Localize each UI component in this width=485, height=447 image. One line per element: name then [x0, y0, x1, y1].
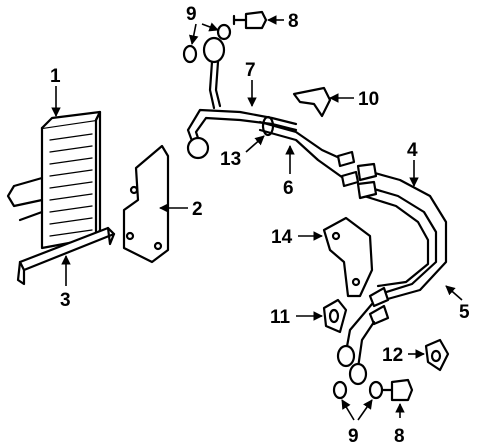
cooler-line-part — [186, 36, 298, 160]
callout-7: 7 — [245, 60, 256, 81]
bolt-top-part — [232, 10, 268, 30]
clamp-12-part — [424, 338, 450, 372]
callout-5: 5 — [459, 302, 470, 323]
leader-9-top-b — [201, 22, 219, 32]
leader-lines — [51, 15, 463, 421]
callout-13: 13 — [220, 149, 241, 170]
leader-9-bottom-a — [341, 399, 355, 421]
hose-line-part — [258, 115, 360, 188]
callout-12: 12 — [382, 345, 403, 366]
clamp-11-part — [322, 298, 348, 334]
support-bracket-part — [322, 216, 374, 298]
callout-9-bottom: 9 — [348, 426, 359, 447]
callout-8-bottom: 8 — [394, 426, 405, 447]
callout-1: 1 — [50, 66, 61, 87]
leader-9-bottom-b — [357, 399, 373, 421]
callout-14: 14 — [271, 227, 293, 248]
washer-bottom-part — [332, 380, 384, 400]
bolt-bottom-part — [378, 378, 414, 402]
callout-2: 2 — [192, 199, 203, 220]
mounting-bracket-part — [122, 144, 170, 264]
washer-top-part — [182, 23, 232, 64]
callout-labels: 1 2 3 4 5 6 7 8 9 10 11 12 13 14 8 9 — [50, 4, 470, 447]
callout-10: 10 — [358, 89, 379, 110]
line-clip-part — [292, 86, 332, 118]
callout-9-top: 9 — [186, 4, 197, 25]
callout-11: 11 — [270, 307, 291, 328]
callout-3: 3 — [60, 290, 71, 311]
leader-9-top-a — [188, 23, 199, 45]
callout-8-top: 8 — [288, 11, 299, 32]
callout-4: 4 — [407, 140, 418, 161]
leader-13 — [245, 135, 265, 153]
cooler-bracket-part — [16, 226, 116, 286]
hose-assembly-part — [336, 162, 448, 386]
callout-6: 6 — [283, 178, 294, 199]
oil-cooler-part — [6, 110, 102, 250]
leader-5 — [445, 285, 463, 301]
